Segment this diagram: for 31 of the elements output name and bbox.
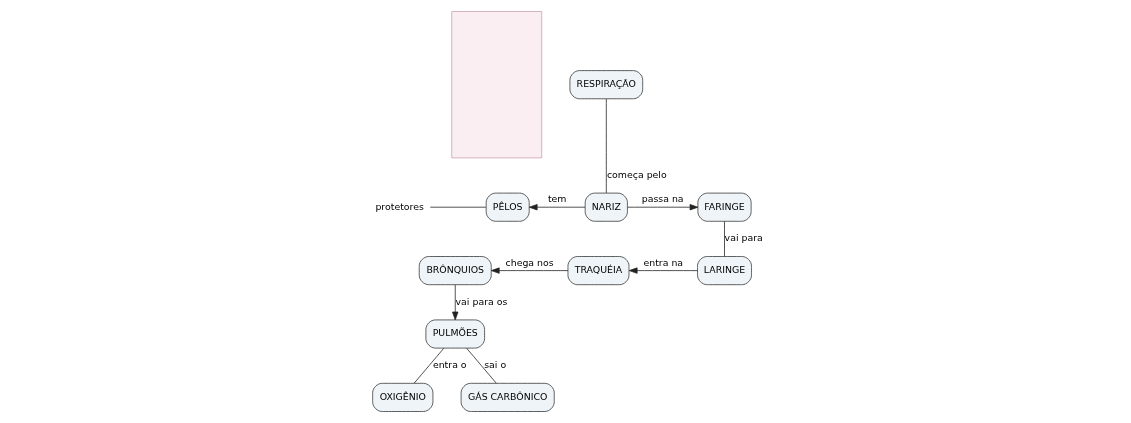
edge-label: passa na <box>641 193 684 205</box>
node-box <box>450 11 542 159</box>
edge-label: vai para os <box>455 295 507 307</box>
node-box: GÁS CARBÔNICO <box>460 382 555 412</box>
connector <box>723 221 725 257</box>
node-box: FARINGE <box>697 192 751 222</box>
connector <box>605 98 607 194</box>
node-text: protetores <box>374 200 424 212</box>
arrow <box>626 204 698 211</box>
node-box: PÊLOS <box>485 192 530 222</box>
edge-label: começa pelo <box>606 168 667 180</box>
node-box: OXIGÊNIO <box>371 382 433 412</box>
connector <box>429 206 486 208</box>
node-box: RESPIRAÇÃO <box>569 70 643 100</box>
arrow <box>628 267 698 274</box>
arrow <box>528 204 585 211</box>
node-box: TRAQUÉIA <box>567 256 629 286</box>
edge-label: vai para <box>724 232 763 244</box>
node-box: NARIZ <box>584 192 628 222</box>
connector <box>465 347 497 384</box>
edge-label: tem <box>547 193 566 205</box>
arrow <box>490 267 568 274</box>
arrow <box>451 284 458 321</box>
node-box: LARINGE <box>696 256 752 286</box>
edge-label: entra o <box>432 359 467 371</box>
connector <box>413 347 444 384</box>
edge-label: chega nos <box>505 256 554 268</box>
node-box: BRÔNQUIOS <box>418 256 492 286</box>
edge-label: sai o <box>483 359 506 371</box>
edge-label: entra na <box>642 256 683 268</box>
node-box: PULMÕES <box>425 319 485 349</box>
